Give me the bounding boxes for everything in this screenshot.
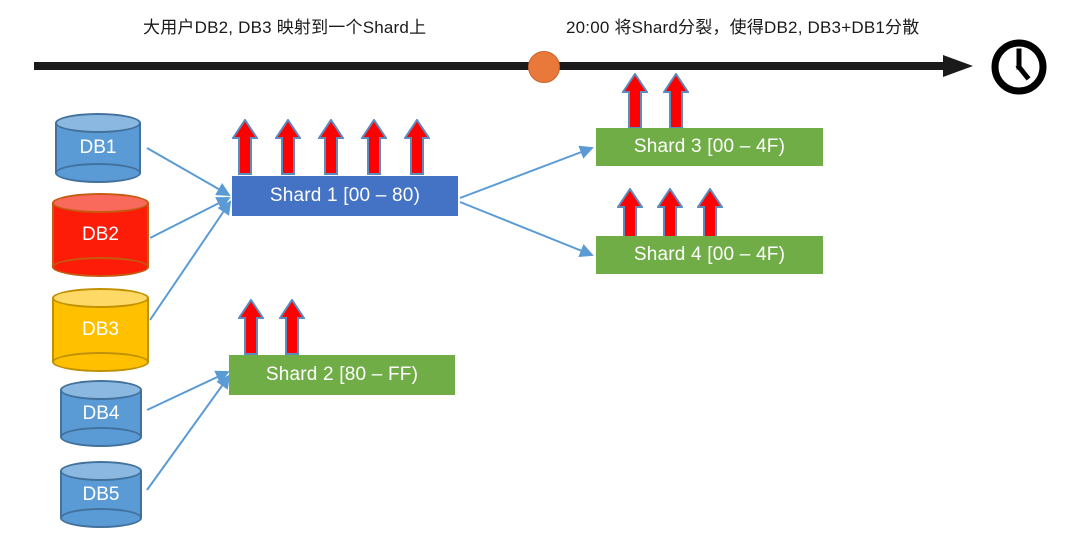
red-up-arrow bbox=[232, 119, 258, 175]
timeline-axis bbox=[34, 62, 949, 70]
cylinder-top bbox=[60, 461, 142, 481]
red-up-arrow bbox=[361, 119, 387, 175]
shard-label: Shard 1 [00 – 80) bbox=[269, 185, 421, 206]
connector-db5-shard2 bbox=[146, 374, 231, 491]
database-db1[interactable]: DB1 bbox=[55, 113, 141, 183]
red-up-arrow bbox=[622, 73, 648, 129]
database-label: DB2 bbox=[82, 224, 119, 245]
red-up-arrow bbox=[318, 119, 344, 175]
red-up-arrow bbox=[275, 119, 301, 175]
timeline-arrowhead-icon bbox=[943, 55, 973, 77]
database-db5[interactable]: DB5 bbox=[60, 461, 142, 528]
cylinder-top bbox=[52, 288, 149, 308]
shard-box-shard4[interactable]: Shard 4 [00 – 4F) bbox=[596, 236, 823, 274]
timeline-caption-right: 20:00 将Shard分裂，使得DB2, DB3+DB1分散 bbox=[566, 18, 920, 37]
database-label: DB3 bbox=[82, 319, 119, 340]
database-label: DB1 bbox=[79, 137, 117, 158]
shard-label: Shard 3 [00 – 4F) bbox=[633, 136, 786, 157]
cylinder-top bbox=[55, 113, 141, 133]
connector-db4-shard1 bbox=[146, 370, 230, 411]
cylinder-bottom bbox=[55, 163, 141, 183]
red-up-arrow bbox=[279, 299, 305, 355]
connector-db3-shard1 bbox=[149, 200, 232, 321]
red-up-arrow bbox=[404, 119, 430, 175]
database-db3[interactable]: DB3 bbox=[52, 288, 149, 372]
database-db4[interactable]: DB4 bbox=[60, 380, 142, 447]
database-label: DB4 bbox=[82, 402, 120, 424]
red-up-arrow bbox=[238, 299, 264, 355]
cylinder-top bbox=[52, 193, 149, 213]
shard-box-shard1[interactable]: Shard 1 [00 – 80) bbox=[232, 176, 458, 216]
shard-box-shard2[interactable]: Shard 2 [80 – FF) bbox=[229, 355, 455, 395]
timeline-caption-left: 大用户DB2, DB3 映射到一个Shard上 bbox=[143, 18, 427, 37]
shard-label: Shard 2 [80 – FF) bbox=[265, 364, 419, 385]
split-event-marker bbox=[528, 51, 560, 83]
cylinder-bottom bbox=[52, 257, 149, 277]
connector-db2-shard1 bbox=[149, 197, 231, 239]
connector-db1-shard1 bbox=[146, 147, 231, 196]
database-label: DB5 bbox=[82, 483, 120, 505]
shard-label: Shard 4 [00 – 4F) bbox=[633, 244, 786, 265]
shard-box-shard3[interactable]: Shard 3 [00 – 4F) bbox=[596, 128, 823, 166]
database-db2[interactable]: DB2 bbox=[52, 193, 149, 277]
cylinder-top bbox=[60, 380, 142, 400]
cylinder-bottom bbox=[60, 427, 142, 447]
connector-shard1-shard3 bbox=[459, 145, 594, 199]
connector-shard1-shard4 bbox=[459, 201, 594, 258]
red-up-arrow bbox=[663, 73, 689, 129]
clock-icon bbox=[991, 39, 1047, 95]
cylinder-bottom bbox=[60, 508, 142, 528]
cylinder-bottom bbox=[52, 352, 149, 372]
